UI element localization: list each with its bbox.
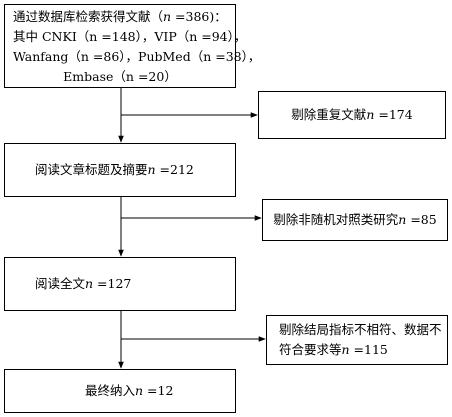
excluded-duplicates-box: 剔除重复文献n =174 [258,91,446,139]
identified-records-box: 通过数据库检索获得文献（n =386)： 其中 CNKI（n =148），VIP… [4,4,261,88]
excluded-criteria-line-2: 符合要求等n =115 [279,342,388,357]
screened-records-box: 阅读文章标题及摘要n =212 [4,143,236,197]
identified-line-1: 通过数据库检索获得文献（n =386)： [13,9,227,24]
identified-line-4: Embase（n =20） [63,69,177,84]
excluded-criteria-box: 剔除结局指标不相符、数据不 符合要求等n =115 [266,315,448,365]
fulltext-records-box: 阅读全文n =127 [4,257,236,311]
excluded-non-rct-box: 剔除非随机对照类研究n =85 [262,199,448,241]
excluded-criteria-line-1: 剔除结局指标不相符、数据不 [279,322,442,337]
identified-line-3: Wanfang（n =86），PubMed（n =38）， [13,49,261,64]
included-studies-box: 最终纳入n =12 [4,369,236,413]
identified-line-2: 其中 CNKI（n =148），VIP（n =94）， [13,29,247,44]
